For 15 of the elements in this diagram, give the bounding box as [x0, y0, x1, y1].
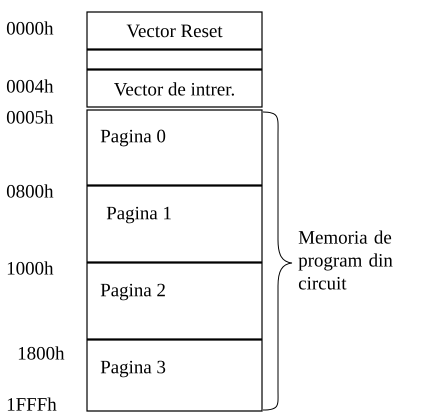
address-label: 1000h — [8, 261, 54, 275]
memory-block: Vector Reset — [86, 11, 263, 50]
address-label: 0800h — [6, 184, 54, 198]
address-label: 1FFFh — [8, 397, 56, 411]
empty-block — [86, 49, 263, 70]
address-label: 0004h — [6, 79, 54, 93]
address-label: 0000h — [6, 21, 54, 35]
memory-block: Pagina 2 — [86, 262, 263, 340]
memory-block: Pagina 1 — [86, 185, 263, 263]
memory-block: Pagina 0 — [86, 109, 263, 186]
memory-block: Pagina 3 — [86, 339, 263, 412]
address-label: 0005h — [6, 110, 54, 124]
memory-label: Memoria de program din circuit — [298, 230, 393, 290]
address-label: 1800h — [18, 346, 64, 360]
memory-block: Vector de intrer. — [86, 69, 263, 108]
